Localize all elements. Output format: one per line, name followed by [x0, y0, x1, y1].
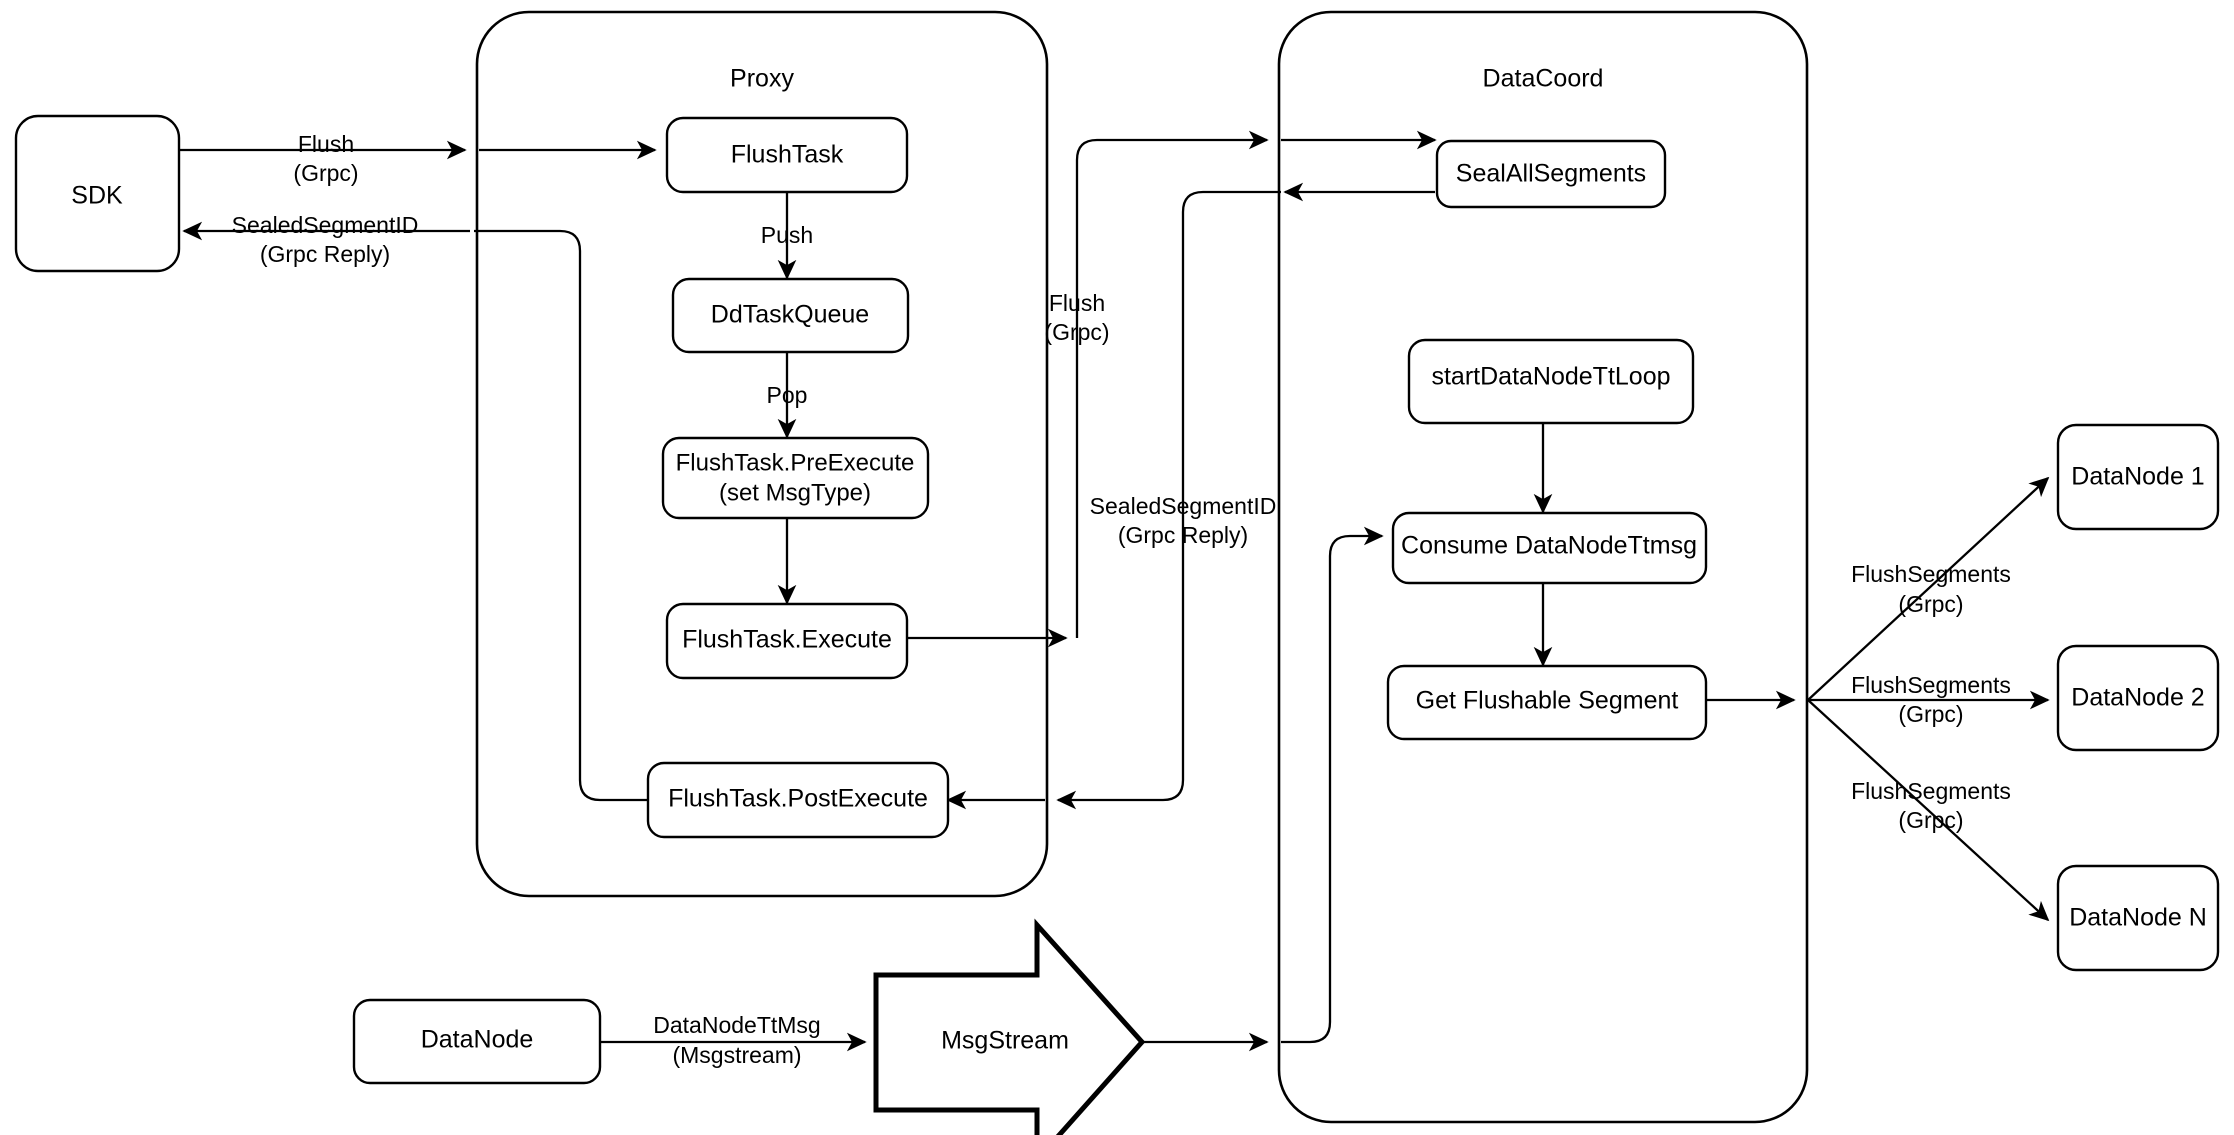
node-seal-all-segments-rect[interactable]	[1435, 139, 1667, 209]
edge-label-dc-to-proxy-line1: SealedSegmentID	[1090, 493, 1277, 519]
node-seal-all-segments-label: SealAllSegments	[1456, 160, 1646, 188]
edge-label-dc-to-proxy-line2: (Grpc Reply)	[1118, 522, 1248, 548]
node-sdk-rect[interactable]	[14, 114, 181, 273]
node-dd-task-queue-rect[interactable]	[671, 277, 910, 354]
node-seal-all-segments[interactable]: SealAllSegments	[1435, 139, 1667, 209]
node-datanode-n[interactable]: DataNode N	[2056, 864, 2220, 972]
proxy-group-container	[475, 10, 1049, 898]
node-dd-task-queue[interactable]: DdTaskQueue	[671, 277, 910, 354]
node-start-datanode-tt-loop-rect[interactable]	[1407, 338, 1695, 425]
node-flush-task-execute-rect[interactable]	[665, 602, 909, 680]
node-flush-task-preexecute-label-line2: (set MsgType)	[719, 479, 871, 506]
node-datanode-n-label: DataNode N	[2069, 904, 2207, 932]
edge-label-sdk-reply-line1: SealedSegmentID	[232, 212, 419, 238]
node-consume-datanode-ttmsg-label: Consume DataNodeTtmsg	[1401, 532, 1697, 560]
node-datanode-1-label: DataNode 1	[2071, 463, 2204, 491]
node-datanode-2-label: DataNode 2	[2071, 684, 2204, 712]
node-datanode-2[interactable]: DataNode 2	[2056, 644, 2220, 752]
node-flush-task-rect[interactable]	[665, 116, 909, 194]
datacoord-group-title: DataCoord	[1483, 65, 1604, 93]
edge-label-proxy-to-dc-line1: Flush	[1049, 290, 1105, 316]
node-flush-task-postexecute[interactable]: FlushTask.PostExecute	[646, 761, 950, 839]
node-flush-task-label: FlushTask	[731, 141, 844, 169]
node-datanode-source[interactable]: DataNode	[352, 998, 602, 1085]
edge-label-flushsegments-n-line1: FlushSegments	[1851, 778, 2011, 804]
edge-label-push: Push	[761, 222, 813, 248]
edge-label-proxy-to-dc-line2: (Grpc)	[1044, 319, 1109, 345]
edge-label-datanodettmsg-line1: DataNodeTtMsg	[653, 1012, 820, 1038]
edge-flush-trunk-to-datacoord	[1075, 130, 1269, 638]
datacoord-group-container	[1277, 10, 1809, 1124]
node-datanode-n-rect[interactable]	[2056, 864, 2220, 972]
node-flush-task-preexecute[interactable]: FlushTask.PreExecute (set MsgType)	[661, 436, 930, 520]
edge-msgstream-into-consume	[1281, 526, 1384, 1044]
node-datanode-2-rect[interactable]	[2056, 644, 2220, 752]
node-sdk-label: SDK	[71, 182, 123, 210]
edge-label-flushsegments-1-line2: (Grpc)	[1898, 591, 1963, 617]
node-msgstream-label: MsgStream	[941, 1027, 1069, 1055]
edge-label-flushsegments-2-line1: FlushSegments	[1851, 672, 2011, 698]
node-sdk[interactable]: SDK	[14, 114, 181, 273]
node-msgstream[interactable]: MsgStream	[873, 918, 1146, 1135]
node-consume-datanode-ttmsg-rect[interactable]	[1391, 511, 1708, 585]
node-start-datanode-tt-loop[interactable]: startDataNodeTtLoop	[1407, 338, 1695, 425]
node-flush-task[interactable]: FlushTask	[665, 116, 909, 194]
node-msgstream-shape[interactable]	[873, 918, 1146, 1135]
edge-label-flushsegments-n-line2: (Grpc)	[1898, 807, 1963, 833]
node-flush-task-preexecute-rect[interactable]	[661, 436, 930, 520]
edge-label-pop: Pop	[767, 382, 808, 408]
node-get-flushable-segment-rect[interactable]	[1386, 664, 1708, 741]
node-datanode-source-rect[interactable]	[352, 998, 602, 1085]
node-consume-datanode-ttmsg[interactable]: Consume DataNodeTtmsg	[1391, 511, 1708, 585]
node-datanode-1[interactable]: DataNode 1	[2056, 423, 2220, 531]
node-dd-task-queue-label: DdTaskQueue	[711, 301, 869, 329]
edge-label-flushsegments-2-line2: (Grpc)	[1898, 701, 1963, 727]
edge-label-sdk-flush-line1: Flush	[298, 131, 354, 157]
edge-label-sdk-reply-line2: (Grpc Reply)	[260, 241, 390, 267]
node-flush-task-execute[interactable]: FlushTask.Execute	[665, 602, 909, 680]
edge-label-flushsegments-1-line1: FlushSegments	[1851, 561, 2011, 587]
node-get-flushable-segment[interactable]: Get Flushable Segment	[1386, 664, 1708, 741]
node-datanode-1-rect[interactable]	[2056, 423, 2220, 531]
node-start-datanode-tt-loop-label: startDataNodeTtLoop	[1431, 363, 1670, 391]
proxy-group-title: Proxy	[730, 65, 794, 93]
edge-label-sdk-flush-line2: (Grpc)	[293, 160, 358, 186]
node-flush-task-execute-label: FlushTask.Execute	[682, 626, 892, 654]
edge-dc-reply-trunk	[1056, 190, 1281, 810]
edge-hub-to-datanode-1	[1807, 476, 2050, 701]
node-flush-task-preexecute-label-line1: FlushTask.PreExecute	[676, 449, 915, 476]
node-datanode-source-label: DataNode	[421, 1026, 534, 1054]
edge-label-datanodettmsg-line2: (Msgstream)	[672, 1042, 801, 1068]
edge-postexecute-to-sdk-reply	[474, 229, 648, 802]
node-flush-task-postexecute-label: FlushTask.PostExecute	[668, 785, 928, 813]
node-flush-task-postexecute-rect[interactable]	[646, 761, 950, 839]
node-get-flushable-segment-label: Get Flushable Segment	[1416, 687, 1679, 715]
edge-hub-to-datanode-n	[1807, 699, 2050, 922]
